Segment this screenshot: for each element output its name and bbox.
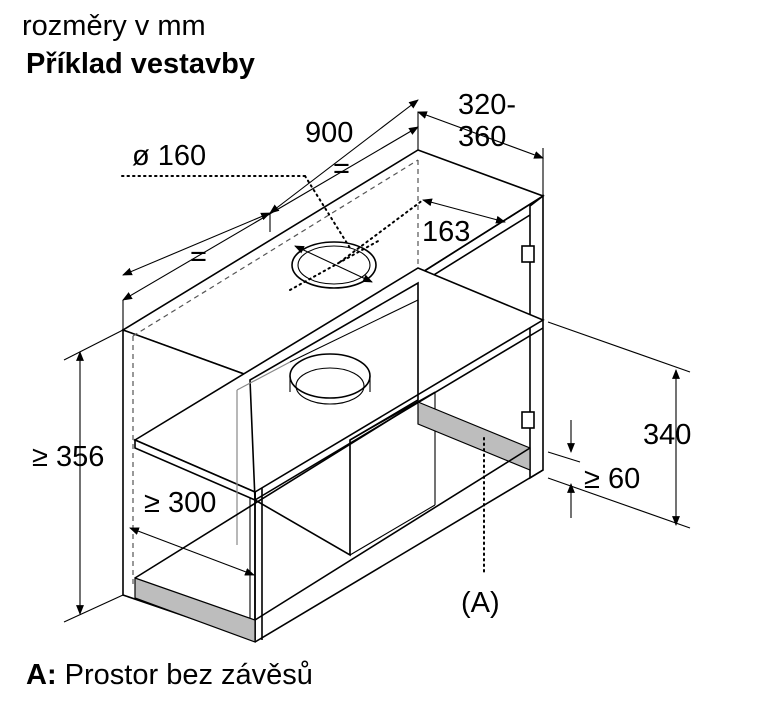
- cabinet-right-panel: [529, 194, 544, 480]
- dim-depth-line2: 360: [458, 121, 506, 153]
- legend-key: A:: [26, 659, 57, 691]
- dim-duct-offset: 163: [422, 216, 470, 248]
- marker-a-label: (A): [461, 587, 500, 619]
- dim-side-height: 340: [643, 419, 691, 451]
- legend-text: Prostor bez závěsů: [56, 659, 313, 691]
- dim-equal-left: =: [190, 241, 207, 273]
- dim-min-height: ≥ 356: [32, 441, 104, 473]
- dimension-duct-diameter: [121, 175, 381, 291]
- hinge-clip-icon: [521, 245, 535, 429]
- dimension-min-height: [63, 329, 124, 623]
- legend: A: Prostor bez závěsů: [26, 661, 313, 690]
- dim-depth-line1: 320-: [458, 89, 516, 121]
- dim-width: 900: [305, 117, 353, 149]
- duct-opening-hood: [289, 353, 371, 405]
- dimension-duct-offset: [339, 198, 506, 263]
- dim-equal-right: =: [333, 153, 350, 185]
- hinge-free-zone: [134, 401, 544, 643]
- dim-min-depth: ≥ 300: [144, 487, 216, 519]
- dimension-min-depth: [129, 527, 255, 576]
- units-note: rozměry v mm: [22, 10, 206, 42]
- page-title: Příklad vestavby: [26, 48, 255, 80]
- dimension-min-gap: [547, 420, 581, 518]
- dim-min-gap: ≥ 60: [584, 463, 640, 495]
- dimension-depth: [417, 111, 544, 196]
- dim-duct-diameter: ø 160: [132, 140, 206, 172]
